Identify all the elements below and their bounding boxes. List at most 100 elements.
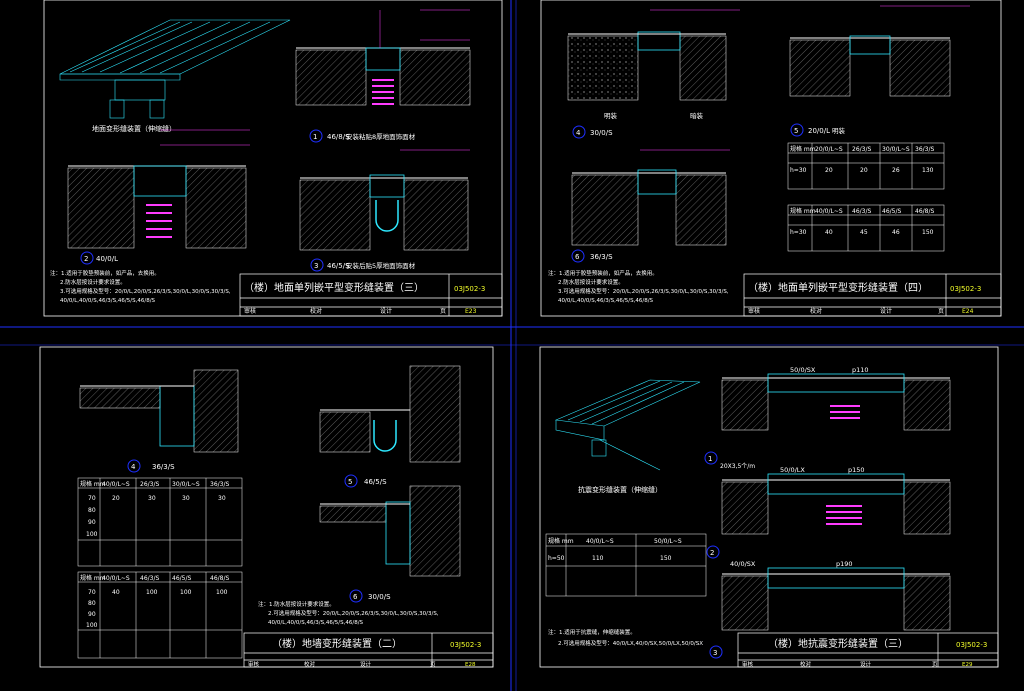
page-label: 页	[440, 308, 446, 315]
title-text: （楼）地墙变形缝装置（二）	[272, 637, 402, 650]
page-label: 页	[932, 661, 938, 668]
drawing-code: 03J502-3	[450, 641, 481, 649]
review-label: 审核	[748, 307, 760, 315]
detail-2-code: 50/0/LX	[780, 466, 805, 474]
t1-head-3: 30/0/L~S	[172, 481, 200, 488]
detail-3-number: 3	[314, 262, 318, 270]
t1-r0c2: 30	[148, 495, 156, 502]
detail-2-p: p150	[848, 466, 865, 474]
detail-3-code: 40/0/SX	[730, 560, 756, 568]
t2-r3c0: 100	[86, 622, 98, 629]
detail-5-section	[319, 365, 461, 463]
design-label: 设计	[860, 660, 872, 668]
note-line-3: 40/0/L,40/0/S,46/3/S,46/5/S,46/8/S	[268, 620, 364, 626]
iso-caption: 抗震变形缝装置（伸缩缝）	[578, 485, 662, 494]
page-number: E24	[962, 308, 974, 315]
t1-head-4: 36/3/S	[210, 481, 229, 488]
t2-r0c3: 100	[180, 589, 192, 596]
design-label: 设计	[360, 660, 372, 668]
spec-table-2	[787, 204, 945, 252]
spec-table-2	[77, 571, 243, 659]
note-line-4: 40/0/L,40/0/S,46/3/S,46/5/S,46/8/S	[558, 298, 654, 304]
note-line-3: 3.可选用规格及型号：20/0/L,20/0/S,26/3/S,30/0/L,3…	[558, 287, 729, 295]
t1-head-0: 规格 mm	[790, 145, 816, 153]
sheet-e29: 抗震变形缝装置（伸缩缝） 50/0/SX p110 1 20X3,5个/m 50…	[539, 346, 999, 668]
iso-caption: 地面变形缝装置（伸缩缝）	[92, 124, 176, 133]
t2-cell-3: 46	[892, 229, 900, 236]
detail-1-section	[721, 373, 951, 431]
hidden-mount-label: 暗装	[690, 111, 704, 120]
design-label: 设计	[880, 307, 892, 315]
detail-2-section	[721, 473, 951, 535]
t2-head-4: 46/8/S	[915, 208, 934, 215]
note-line-2: 2.可选用规格及型号：40/0/LX,40/0/SX,50/0/LX,50/0/…	[558, 639, 703, 647]
note-line-1: 注：1.适用于抗震缝，伸缩缝装置。	[548, 628, 636, 636]
detail-6-code: 36/3/S	[590, 253, 613, 261]
title-text: （楼）地面单列嵌平型变形缝装置（三）	[244, 281, 424, 294]
detail-5-code: 46/5/S	[364, 478, 387, 486]
open-mount-label: 明装	[604, 111, 618, 120]
drawing-code: 03J502-3	[454, 285, 485, 293]
t-r0c1: 110	[592, 555, 604, 562]
title-block	[239, 273, 503, 317]
t2-r0c0: 70	[88, 589, 96, 596]
t2-head-0: 规格 mm	[790, 207, 816, 215]
detail-3-section	[721, 567, 951, 631]
t1-head-3: 30/0/L~S	[882, 146, 910, 153]
t2-r2c0: 90	[88, 611, 96, 618]
t2-head-2: 46/3/S	[140, 575, 159, 582]
detail-4-code: 30/0/S	[590, 129, 613, 137]
anchor-note-1: 20X3,5个/m	[720, 463, 755, 470]
title-block	[737, 632, 999, 668]
t2-r0c4: 100	[216, 589, 228, 596]
check-label: 校对	[810, 307, 822, 315]
check-label: 校对	[310, 307, 322, 315]
note-line-1: 注：1.防水层按设计要求设置。	[258, 600, 335, 608]
t2-cell-4: 150	[922, 229, 934, 236]
detail-1-section	[295, 9, 471, 106]
review-label: 审核	[742, 660, 754, 668]
note-line-4: 40/0/L,40/0/S,46/3/S,46/5/S,46/8/S	[60, 298, 156, 304]
detail-3-section	[299, 149, 470, 251]
drawing-code: 03J502-3	[950, 285, 981, 293]
t-head-0: 规格 mm	[548, 537, 574, 545]
t1-head-0: 规格 mm	[80, 480, 106, 488]
detail-2-number: 2	[84, 255, 88, 263]
detail-2-code: 40/0/L	[96, 255, 118, 263]
detail-1-p: p110	[852, 366, 869, 374]
t1-r0c0: 70	[88, 495, 96, 502]
t1-head-2: 26/3/S	[852, 146, 871, 153]
detail-3-code: 46/5/S	[327, 262, 350, 270]
title-text: （楼）地面单列嵌平型变形缝装置（四）	[748, 281, 928, 294]
detail-6-section	[571, 149, 730, 246]
detail-3-note: 安装后贴5厚地面饰面材	[346, 261, 416, 270]
spec-table-1	[77, 477, 243, 567]
review-label: 审核	[244, 307, 256, 315]
t1-r0c1: 20	[112, 495, 120, 502]
t1-cell-1: 20	[825, 167, 833, 174]
detail-4-number: 4	[131, 463, 136, 471]
t1-head-1: 40/0/L~S	[102, 481, 130, 488]
detail-5-number: 5	[348, 478, 352, 486]
iso-expansion-joint-drawing	[59, 19, 291, 119]
detail-5-note: 明装	[832, 126, 846, 135]
t2-head-0: 规格 mm	[80, 574, 106, 582]
t-head-2: 50/0/L~S	[654, 538, 682, 545]
note-line-1: 注：1.适用于胶垫预装前，如产品，去换用。	[548, 269, 658, 277]
t1-r3c0: 100	[86, 531, 98, 538]
t2-head-4: 46/8/S	[210, 575, 229, 582]
detail-6-code: 30/0/S	[368, 593, 391, 601]
detail-1-note: 安装粘贴8厚地面饰面材	[346, 132, 416, 141]
detail-4-code: 36/3/S	[152, 463, 175, 471]
t2-head-2: 46/3/S	[852, 208, 871, 215]
t1-r0c4: 30	[218, 495, 226, 502]
detail-3-p: p190	[836, 560, 853, 568]
t1-cell-3: 26	[892, 167, 900, 174]
t1-head-4: 36/3/S	[915, 146, 934, 153]
title-block	[243, 632, 494, 668]
detail-1-code: 50/0/SX	[790, 366, 816, 374]
t-r0c0: h=50	[548, 555, 565, 562]
t2-row-0: h=30	[790, 229, 807, 236]
